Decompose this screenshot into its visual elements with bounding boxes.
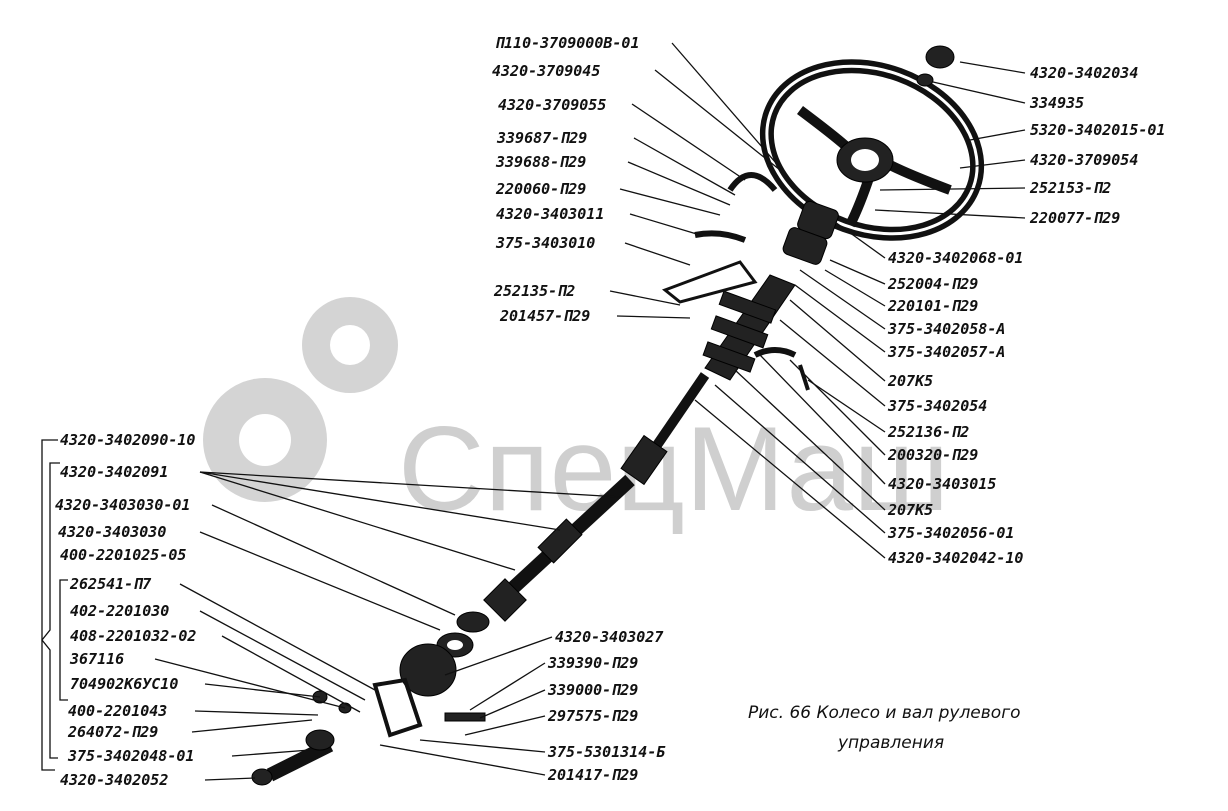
part-labels: П110-3709000В-01 4320-3709045 4320-37090…: [55, 34, 1165, 789]
part-label: 4320-3403027: [555, 628, 663, 646]
part-label: 4320-3709054: [1030, 151, 1138, 169]
part-label: 334935: [1029, 94, 1084, 112]
steering-column: [251, 172, 839, 786]
part-label: 339390-П29: [547, 654, 638, 672]
part-label: 375-3402048-01: [67, 747, 194, 765]
part-label: 4320-3402090-10: [60, 431, 195, 449]
part-label: 297575-П29: [547, 707, 638, 725]
part-label: 220077-П29: [1029, 209, 1120, 227]
part-label: 200320-П29: [887, 446, 978, 464]
part-label: 4320-3402052: [60, 771, 168, 789]
part-label: 201457-П29: [499, 307, 590, 325]
part-label: 4320-3402068-01: [888, 249, 1023, 267]
part-label: 4320-3402042-10: [888, 549, 1023, 567]
part-label: 375-3403010: [495, 234, 595, 252]
part-label: 704902К6УС10: [70, 675, 178, 693]
part-label: 220101-П29: [887, 297, 978, 315]
part-label: 339000-П29: [547, 681, 638, 699]
part-label: 262541-П7: [69, 575, 151, 593]
part-label: 375-3402058-А: [887, 320, 1005, 338]
part-label: П110-3709000В-01: [495, 34, 640, 52]
part-label: 375-3402056-01: [887, 524, 1014, 542]
part-label: 4320-3403030-01: [55, 496, 190, 514]
part-label: 4320-3709045: [492, 62, 600, 80]
part-label: 207К5: [887, 501, 933, 519]
part-label: 4320-3402091: [60, 463, 168, 481]
part-label: 400-2201025-05: [60, 546, 186, 564]
part-label: 375-3402057-А: [887, 343, 1005, 361]
part-label: 339688-П29: [495, 153, 586, 171]
part-label: 408-2201032-02: [70, 627, 196, 645]
part-label: 252135-П2: [493, 282, 575, 300]
figure-caption-line1: Рис. 66 Колесо и вал рулевого: [748, 703, 1021, 723]
part-label: 4320-3403030: [58, 523, 166, 541]
part-label: 252004-П29: [887, 275, 978, 293]
part-label: 4320-3403015: [888, 475, 996, 493]
part-label: 339687-П29: [496, 129, 587, 147]
part-label: 252153-П2: [1029, 179, 1111, 197]
part-label: 264072-П29: [67, 723, 158, 741]
part-label: 375-3402054: [887, 397, 987, 415]
part-label: 375-5301314-Б: [547, 743, 666, 761]
part-label: 400-2201043: [68, 702, 167, 720]
part-label: 252136-П2: [887, 423, 969, 441]
part-label: 5320-3402015-01: [1030, 121, 1165, 139]
part-label: 367116: [69, 650, 124, 668]
part-label: 201417-П29: [547, 766, 638, 784]
figure-caption-line2: управления: [837, 733, 944, 753]
part-label: 4320-3709055: [498, 96, 606, 114]
part-label: 207К5: [887, 372, 933, 390]
part-label: 4320-3403011: [496, 205, 604, 223]
steering-wheel: [759, 45, 985, 241]
part-label: 402-2201030: [70, 602, 169, 620]
leader-lines: [41, 42, 1026, 781]
watermark-gear-icon: [203, 297, 398, 502]
part-label: 4320-3402034: [1030, 64, 1138, 82]
part-label: 220060-П29: [495, 180, 586, 198]
